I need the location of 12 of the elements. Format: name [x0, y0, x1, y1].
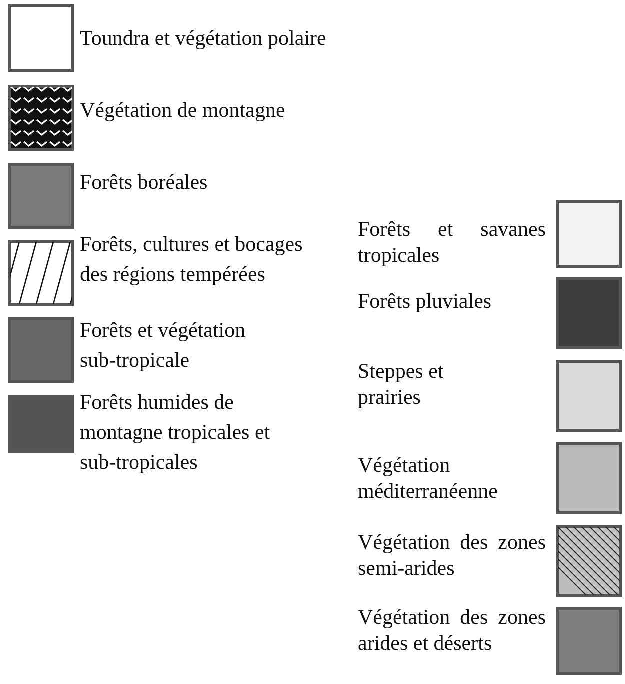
legend-label: Forêts, cultures et bocages des régions tempérées	[80, 231, 304, 288]
legend-label: Végétation des zones semi-arides	[358, 529, 546, 581]
legend-label: Forêts humides de montagne tropicales et sub-tropicales	[80, 389, 272, 476]
legend-label: Végétation de montagne	[80, 97, 286, 124]
legend-label: Forêts pluviales	[358, 288, 493, 314]
legend-label: Toundra et végétation polaire	[80, 25, 328, 52]
legend-label: Végétation méditerranéenne	[358, 452, 499, 504]
legend-label: Forêts et végétation sub-tropicale	[80, 317, 247, 374]
legend-label: Forêts boréales	[80, 169, 209, 196]
legend-label: Steppes et prairies	[358, 358, 445, 410]
legend-label: Végétation des zones arides et déserts	[358, 604, 546, 656]
legend-label: Forêts et savanes tropicales	[358, 216, 546, 268]
